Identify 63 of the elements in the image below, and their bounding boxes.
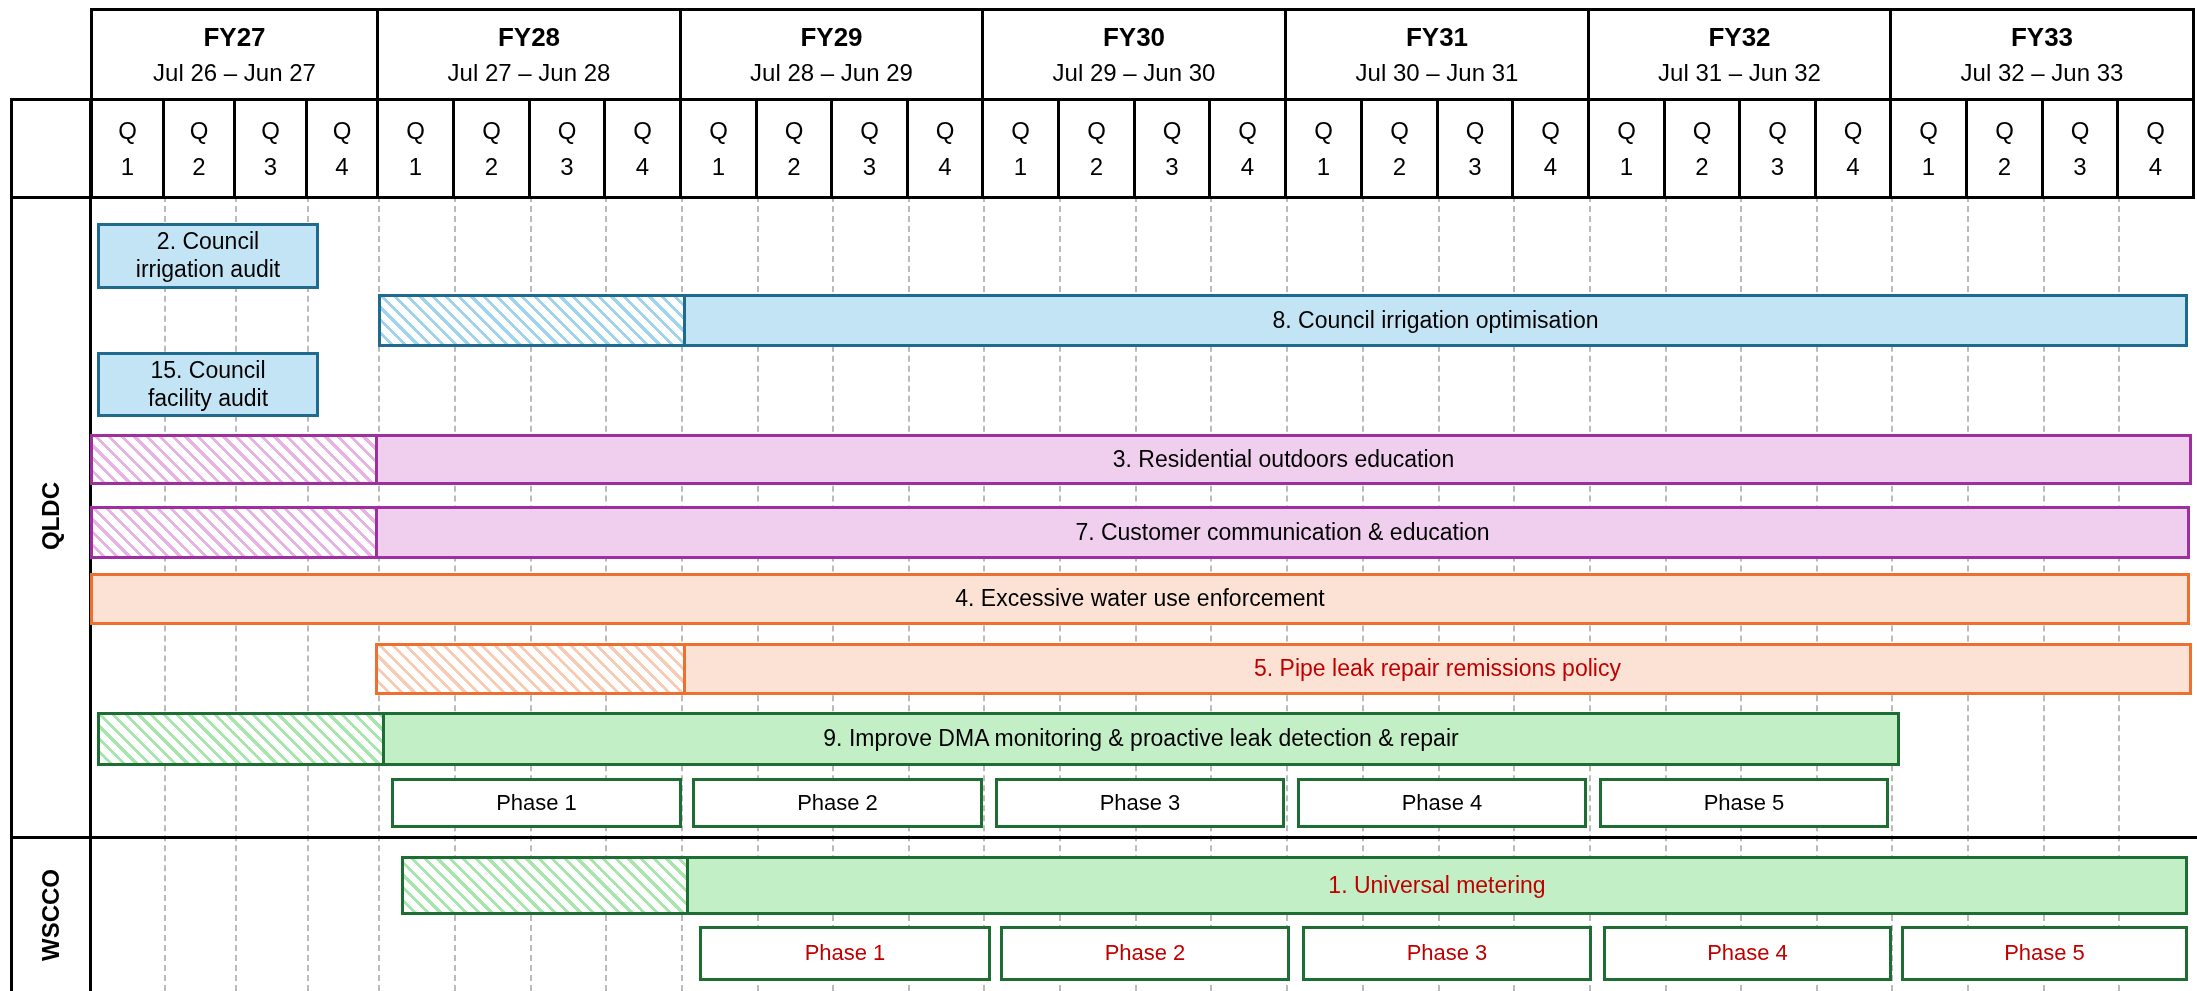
quarter-label: Q 3 [1161,115,1183,182]
quarter-label: Q 3 [2069,115,2091,182]
quarter-label: Q 4 [934,115,956,182]
task-bar: 7. Customer communication & education [90,506,2190,559]
quarter-label: Q 2 [1994,115,2015,182]
phase-box: Phase 3 [995,778,1285,828]
task-bar: 3. Residential outdoors education [90,434,2192,485]
phase-box: Phase 4 [1603,926,1892,981]
date-range-label: Jul 28 – Jun 29 [750,59,913,87]
phase-box: Phase 4 [1297,778,1587,828]
quarter-label: Q 2 [481,115,502,182]
quarter-label: Q 3 [556,115,578,182]
quarter-label: Q 2 [1691,115,1713,182]
date-range-label: Jul 29 – Jun 30 [1052,59,1216,87]
phase-box: Phase 1 [699,926,991,981]
date-range-label: Jul 32 – Jun 33 [1960,59,2124,87]
quarter-label: Q 1 [1918,115,1939,182]
phase-box: Phase 2 [692,778,983,828]
year-label: FY28 [497,22,561,53]
phase-box: Phase 1 [391,778,682,828]
year-label: FY30 [1102,22,1166,53]
task-bar: 9. Improve DMA monitoring & proactive leak detection & repair [97,712,1900,766]
quarter-label: Q 2 [188,115,210,182]
quarter-label: Q 4 [331,115,353,182]
quarter-label: Q 4 [632,115,653,182]
quarter-label: Q 3 [260,115,281,182]
phase-box: Phase 3 [1302,926,1592,981]
quarter-label: Q 1 [708,115,729,182]
task-bar: 4. Excessive water use enforcement [90,573,2190,625]
task-bar: 1. Universal metering [401,856,2188,915]
quarter-label: Q 1 [117,115,138,182]
quarter-label: Q 2 [1389,115,1410,182]
quarter-label: Q 4 [2145,115,2166,182]
date-range-label: Jul 30 – Jun 31 [1355,59,1519,87]
quarter-label: Q 2 [1086,115,1107,182]
year-label: FY27 [203,22,266,53]
quarter-label: Q 4 [1540,115,1561,182]
quarter-label: Q 2 [783,115,805,182]
task-bar: 5. Pipe leak repair remissions policy [375,643,2192,695]
year-label: FY31 [1405,22,1469,53]
phase-box: Phase 5 [1599,778,1889,828]
quarter-label: Q 4 [1237,115,1258,182]
quarter-label: Q 1 [405,115,426,182]
quarter-label: Q 3 [1464,115,1486,182]
quarter-label: Q 3 [859,115,880,182]
year-label: FY32 [1708,22,1771,53]
date-range-label: Jul 27 – Jun 28 [447,59,611,87]
row-heading: WSCCO [37,869,65,961]
year-label: FY33 [2010,22,2074,53]
task-bar: 2. Council irrigation audit [97,223,319,289]
task-bar: 8. Council irrigation optimisation [378,294,2188,347]
quarter-label: Q 3 [1767,115,1788,182]
date-range-label: Jul 26 – Jun 27 [153,59,316,87]
task-bar: 15. Council facility audit [97,352,319,417]
quarter-label: Q 1 [1616,115,1637,182]
row-heading: QLDC [37,482,65,550]
quarter-label: Q 4 [1842,115,1864,182]
quarter-label: Q 1 [1313,115,1334,182]
date-range-label: Jul 31 – Jun 32 [1658,59,1821,87]
phase-box: Phase 2 [1000,926,1290,981]
year-label: FY29 [800,22,863,53]
phase-box: Phase 5 [1901,926,2188,981]
quarter-label: Q 1 [1010,115,1031,182]
